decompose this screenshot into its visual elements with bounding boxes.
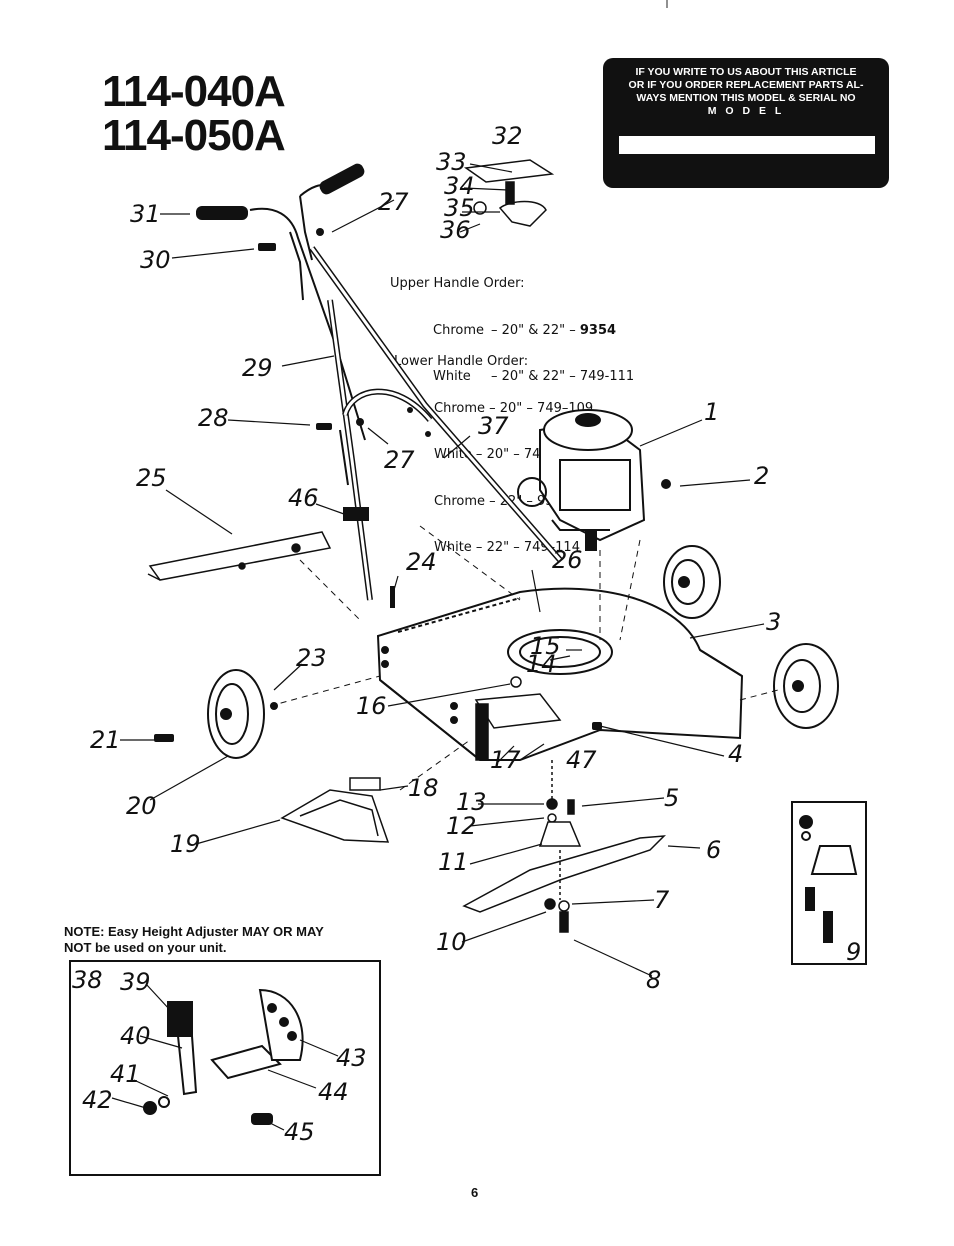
callout-10: 10 [436, 928, 467, 956]
callout-5: 5 [664, 784, 679, 812]
info-line-3: WAYS MENTION THIS MODEL & SERIAL NO [636, 92, 856, 104]
callout-6: 6 [706, 836, 721, 864]
callout-39: 39 [120, 968, 151, 996]
callout-37: 37 [478, 412, 509, 440]
handle-assembly [249, 183, 563, 601]
callout-35: 35 [444, 194, 475, 222]
callout-27: 27 [384, 446, 415, 474]
callout-2: 2 [754, 462, 769, 490]
callout-12: 12 [446, 812, 477, 840]
callout-36: 36 [440, 216, 471, 244]
handle-grip [196, 163, 365, 220]
callout-4: 4 [728, 740, 743, 768]
mower-deck [376, 587, 744, 761]
wheel-rear-left [663, 545, 721, 619]
callout-42: 42 [82, 1086, 113, 1114]
info-line-2: OR IF YOU ORDER REPLACEMENT PARTS AL- [628, 79, 864, 91]
wheel-rear-right [773, 643, 839, 729]
model-title-2: 114-050A [102, 111, 286, 160]
grass-deflector [280, 777, 390, 843]
wheel-bracket [474, 676, 562, 761]
model-info-box: IF YOU WRITE TO US ABOUT THIS ARTICLE OR… [603, 58, 889, 188]
callout-33: 33 [436, 148, 467, 176]
page-number: 6 [471, 1185, 479, 1200]
callout-1: 1 [704, 398, 719, 426]
handle-control-kit [463, 159, 555, 227]
callout-23: 23 [296, 644, 327, 672]
callout-45: 45 [284, 1118, 315, 1146]
callout-28: 28 [198, 404, 229, 432]
callout-41: 41 [110, 1060, 141, 1088]
upper-handle-heading: Upper Handle Order: [390, 276, 525, 291]
wheel-bolts [154, 702, 602, 742]
blade-assembly [462, 760, 666, 933]
callout-19: 19 [170, 830, 201, 858]
callout-34: 34 [444, 172, 475, 200]
leader-lines [111, 163, 765, 1131]
callout-44: 44 [318, 1078, 349, 1106]
callout-29: 29 [242, 354, 273, 382]
height-adjuster-plate [147, 531, 332, 581]
callout-26: 26 [552, 546, 583, 574]
callout-25: 25 [136, 464, 167, 492]
callout-3: 3 [766, 608, 781, 636]
callout-30: 30 [140, 246, 171, 274]
callout-27: 27 [378, 188, 409, 216]
callout-14: 14 [526, 650, 557, 678]
inset-box-9 [791, 801, 867, 965]
callout-20: 20 [126, 792, 157, 820]
model-number-field [619, 136, 875, 154]
callout-43: 43 [336, 1044, 367, 1072]
callout-13: 13 [456, 788, 487, 816]
handle-bolts [258, 228, 431, 608]
engine [517, 409, 671, 551]
upper-handle-row: Chrome– 20" & 22" – 9354 [433, 322, 617, 338]
upper-handle-order: Upper Handle Order: Chrome– 20" & 22" – … [390, 245, 634, 400]
callout-38: 38 [72, 966, 103, 994]
height-adjuster-note: NOTE: Easy Height Adjuster MAY OR MAY NO… [64, 924, 324, 955]
upper-handle-row: White– 20" & 22" – 749-111 [433, 369, 635, 384]
callout-11: 11 [438, 848, 469, 876]
callout-8: 8 [646, 966, 661, 994]
callout-18: 18 [408, 774, 439, 802]
callout-21: 21 [90, 726, 121, 754]
info-line-1: IF YOU WRITE TO US ABOUT THIS ARTICLE [635, 66, 857, 78]
model-title-1: 114-040A [102, 67, 286, 116]
callout-32: 32 [492, 122, 523, 150]
callout-16: 16 [356, 692, 387, 720]
callout-40: 40 [120, 1022, 151, 1050]
callout-17: 17 [490, 746, 521, 774]
callout-31: 31 [130, 200, 161, 228]
assembly-guides [269, 525, 779, 791]
lower-handle-order: Lower Handle Order: Chrome – 20" – 749–1… [394, 323, 593, 571]
callout-15: 15 [530, 632, 561, 660]
inset-box-height-adjuster [69, 960, 381, 1176]
info-model-label: M O D E L [707, 105, 785, 117]
callout-47: 47 [566, 746, 597, 774]
wheel-front-left [207, 669, 265, 759]
callout-7: 7 [654, 886, 670, 914]
callout-46: 46 [288, 484, 319, 512]
callout-24: 24 [406, 548, 437, 576]
callout-numbers: 1 2 3 4 5 6 7 8 9 10 11 12 13 14 15 16 1… [72, 122, 861, 1146]
callout-9: 9 [846, 938, 861, 966]
lower-handle-heading: Lower Handle Order: [394, 354, 529, 369]
